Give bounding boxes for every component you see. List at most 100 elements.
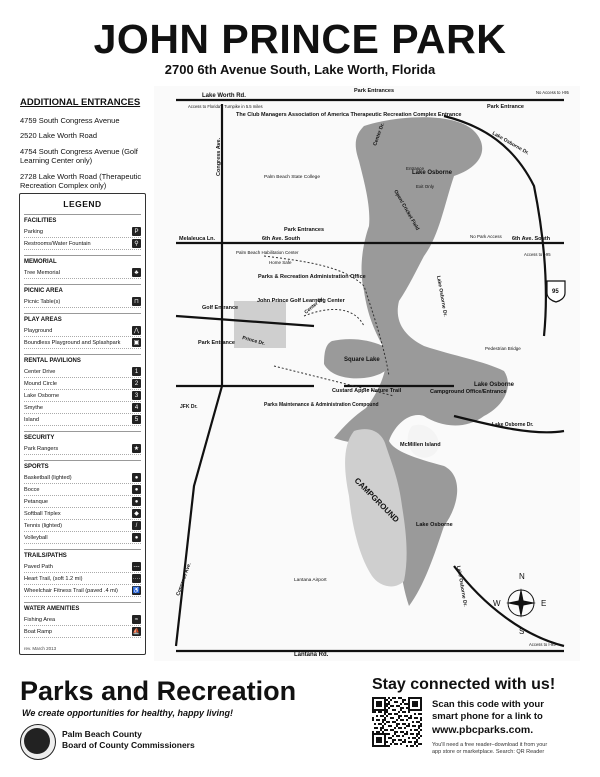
road-label: Prince Dr.	[241, 335, 266, 347]
park-map: Lake Worth Rd. Congress Ave. Melaleuca Ln.…	[154, 86, 580, 661]
road-label: 6th Ave. South	[262, 236, 301, 242]
legend-symbol-icon: 4	[132, 403, 141, 412]
legend-symbol-icon: ♣	[132, 268, 141, 277]
road-label: Lantana Rd.	[294, 652, 329, 658]
legend-symbol-icon: ●	[132, 485, 141, 494]
compass-w: W	[493, 599, 501, 608]
place-label: Parks Maintenance & Administration Compo…	[264, 402, 379, 408]
legend-item: Tree Memorial♣	[24, 267, 141, 279]
legend-symbol-icon: P	[132, 227, 141, 236]
access-note: No Access to I-95	[536, 90, 569, 95]
county-line-1: Palm Beach County	[62, 729, 142, 739]
square-lake	[324, 339, 394, 379]
road-label: Lake Worth Rd.	[202, 93, 246, 99]
legend-item-label: Basketball (lighted)	[24, 474, 72, 481]
legend-item-label: Mound Circle	[24, 380, 57, 387]
lake-label: Square Lake	[344, 357, 380, 363]
legend-item-label: Picnic Table(s)	[24, 298, 61, 305]
place-label: McMillen Island	[400, 442, 441, 448]
legend-symbol-icon: 2	[132, 379, 141, 388]
access-note: Access to I-95	[529, 642, 556, 647]
county-name: Palm Beach County Board of County Commis…	[62, 729, 195, 752]
compass-n: N	[519, 572, 525, 581]
legend-symbol-icon: ---	[132, 562, 141, 571]
legend-symbol-icon: ●	[132, 533, 141, 542]
legend-symbol-icon: ⚲	[132, 239, 141, 248]
legend-section: MEMORIAL Tree Memorial♣	[20, 255, 145, 279]
legend-symbol-icon: ····	[132, 574, 141, 583]
road-label: Melaleuca Ln.	[179, 236, 216, 242]
additional-entrances: ADDITIONAL ENTRANCES 4759 South Congress…	[20, 97, 160, 196]
place-label: Lantana Airport	[294, 577, 327, 583]
legend-symbol-icon: /	[132, 521, 141, 530]
mcmillen-island	[407, 424, 439, 458]
county-line-2: Board of County Commissioners	[62, 740, 195, 751]
legend-symbol-icon: ≈	[132, 615, 141, 624]
road-label: JFK Dr.	[180, 404, 198, 410]
road-label: Congress Ave.	[216, 137, 222, 176]
legend-symbol-icon: ▣	[132, 338, 141, 347]
legend-item: Park Rangers★	[24, 443, 141, 455]
lake-osborne-north	[334, 117, 508, 606]
legend-symbol-icon: ●	[132, 473, 141, 482]
place-label: No Park Access	[470, 234, 503, 239]
legend-item-label: Petanque	[24, 498, 48, 505]
access-note: Access to I-95	[524, 252, 551, 257]
legend-section-heading: PICNIC AREA	[24, 284, 141, 294]
qr-code-icon[interactable]	[372, 696, 422, 748]
place-label: John Prince Golf Learning Center	[257, 298, 346, 304]
scan-line-1: Scan this code with your	[432, 699, 544, 710]
legend-symbol-icon: ◆	[132, 509, 141, 518]
legend-item-label: Restrooms/Water Fountain	[24, 240, 91, 247]
website-link[interactable]: www.pbcparks.com.	[432, 724, 534, 736]
compass-rose	[506, 588, 536, 618]
interstate-number: 95	[552, 289, 559, 295]
place-label: Golf Entrance	[202, 305, 238, 311]
legend-item-label: Park Rangers	[24, 445, 59, 452]
legend-item: Playground⋀	[24, 325, 141, 337]
lake-label: Lake Osborne	[474, 382, 515, 388]
place-label: Park Entrances	[284, 227, 324, 233]
legend-item: Paved Path---	[24, 561, 141, 573]
legend-section: TRAILS/PATHS Paved Path---Heart Trail, (s…	[20, 549, 145, 597]
lake-osborne-water	[234, 117, 508, 606]
lake-label: Lake Osborne	[412, 170, 453, 176]
legend-item-label: Island	[24, 416, 39, 423]
county-seal-icon	[20, 724, 56, 760]
legend-item: Restrooms/Water Fountain ⚲	[24, 238, 141, 250]
road-label: Lake Osborne Dr.	[492, 422, 534, 428]
place-label: Parks & Recreation Administration Office	[258, 274, 366, 280]
org-name: Parks and Recreation	[20, 676, 297, 706]
revision-note: rev. March 2013	[24, 646, 57, 651]
legend-title: LEGEND	[63, 199, 102, 209]
legend-item: Mound Circle 2	[24, 378, 141, 390]
note-line-1: You'll need a free reader–download it fr…	[432, 742, 548, 748]
place-label: Custard Apple Nature Trail	[332, 388, 402, 394]
reader-note: You'll need a free reader–download it fr…	[432, 742, 592, 757]
legend-section-heading: MEMORIAL	[24, 255, 141, 265]
entrance-3: 4754 South Congress Avenue (Golf Learnin…	[20, 146, 138, 166]
legend-item: Fishing Area≈	[24, 614, 141, 626]
place-label: Park Entrances	[354, 88, 394, 94]
legend-item-label: Tennis (lighted)	[24, 522, 62, 529]
legend-item: Petanque●	[24, 496, 141, 508]
map-roads	[174, 98, 565, 653]
place-label: Palm Beach Habilitation Center	[236, 250, 299, 255]
place-label: Park Entrance	[198, 340, 235, 346]
legend-item-label: Boundless Playground and Splashpark	[24, 339, 121, 346]
campground-peninsula	[345, 429, 407, 587]
place-label: Park Entrance	[487, 104, 524, 110]
legend-section-heading: TRAILS/PATHS	[24, 549, 141, 559]
legend-item: Heart Trail, (soft 1.2 mi)····	[24, 573, 141, 585]
compass-s: S	[519, 627, 524, 636]
legend-item-label: Smythe	[24, 404, 43, 411]
entrance-2: 2520 Lake Worth Road	[20, 131, 97, 141]
legend-item-label: Boat Ramp	[24, 628, 52, 635]
